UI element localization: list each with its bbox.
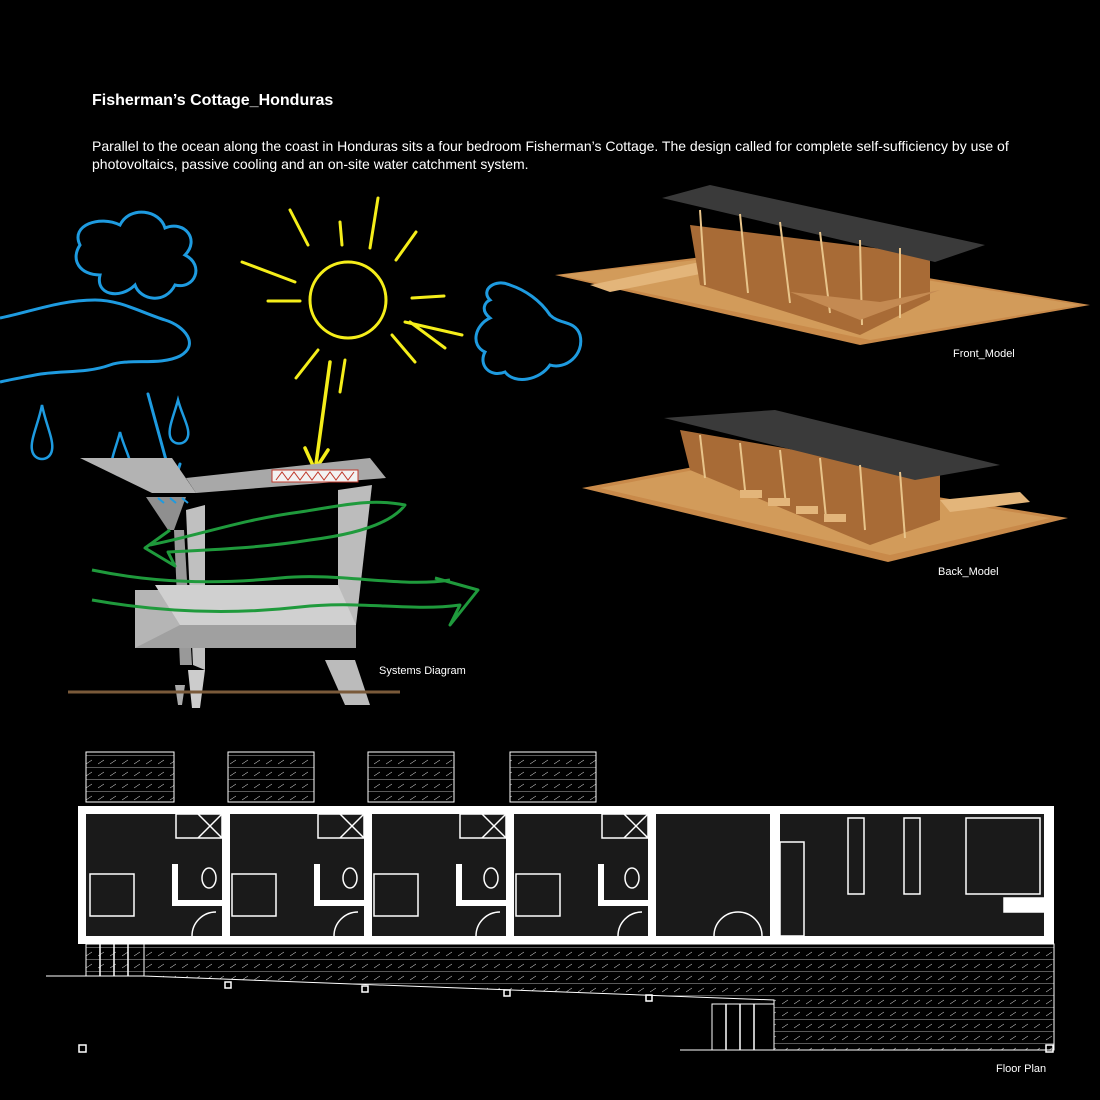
back-model-walls <box>680 430 940 545</box>
cloud-right <box>474 281 583 381</box>
raindrop-icon <box>30 404 54 461</box>
sun-icon <box>240 196 464 394</box>
front-model-porch <box>790 290 940 320</box>
raindrop-icon <box>168 395 190 445</box>
living-furniture <box>779 817 1045 937</box>
back-model-roof <box>664 410 1000 480</box>
entry-steps-left-treads <box>99 944 129 976</box>
back-model-caption: Back_Model <box>938 566 999 578</box>
rooms <box>86 814 1044 936</box>
pier-left <box>175 685 185 705</box>
entry-steps-left <box>85 943 145 977</box>
beds <box>89 873 561 917</box>
piers <box>78 981 1054 1053</box>
back-model-posts <box>699 434 906 539</box>
airflow-bottom <box>91 576 480 627</box>
systems-diagram-caption: Systems Diagram <box>379 665 466 677</box>
pier-right <box>325 660 370 705</box>
front-model-roof <box>662 185 985 262</box>
back-model-benches <box>740 490 846 522</box>
front-model-caption: Front_Model <box>953 348 1015 360</box>
cloud-top-left <box>74 210 198 300</box>
entry-steps-right-treads <box>725 1004 755 1050</box>
pier-center <box>188 670 205 708</box>
roof-left <box>80 458 196 493</box>
entry-steps-right <box>711 1003 775 1051</box>
pv-cells <box>275 471 355 481</box>
airflow-middle <box>91 568 451 584</box>
page-title: Fisherman’s Cottage_Honduras <box>92 92 334 109</box>
front-model-deck <box>590 262 720 292</box>
bathroom-fixtures <box>175 813 649 889</box>
wall-right <box>338 485 372 625</box>
cloud-left-band <box>0 298 191 384</box>
bath-partitions <box>172 864 648 906</box>
project-description: Parallel to the ocean along the coast in… <box>92 138 1009 172</box>
airflow-top <box>143 500 407 568</box>
floor-front <box>135 625 356 648</box>
floor-back <box>155 585 356 625</box>
doors <box>191 911 763 937</box>
gutter-v <box>146 497 186 530</box>
front-deck <box>143 943 1055 1051</box>
floor-plan-caption: Floor Plan <box>996 1063 1047 1075</box>
bedroom-decks <box>85 751 597 803</box>
back-model-deck <box>940 492 1030 512</box>
water-basin <box>157 497 189 504</box>
